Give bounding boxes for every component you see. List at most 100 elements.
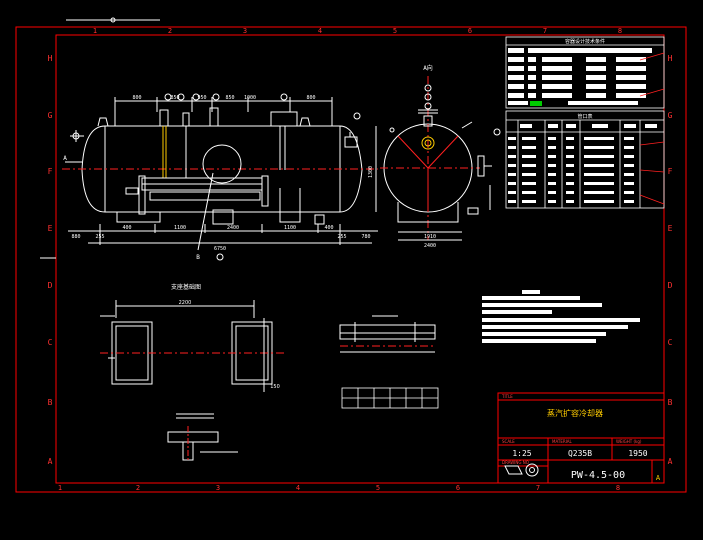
point-b-label: B xyxy=(196,254,200,261)
col-label-bottom: 1 xyxy=(58,484,62,492)
dim-support-h: 150 xyxy=(270,384,280,390)
col-label-top: 8 xyxy=(618,27,622,35)
saddle-right xyxy=(279,188,301,223)
weight-value: 1950 xyxy=(628,449,647,458)
row-label-right: B xyxy=(668,398,673,407)
dim-bottom-pos-1: 400 xyxy=(122,225,131,231)
support-detail-title: 支座基础图 xyxy=(171,283,201,291)
tech-table-rows xyxy=(508,48,652,105)
row-label-left: A xyxy=(48,457,53,466)
col-label-bottom: 2 xyxy=(136,484,140,492)
support-detail xyxy=(100,300,285,392)
drawing-no-value: PW-4.5-00 xyxy=(571,470,625,481)
dim-top-2: 850 xyxy=(170,95,179,101)
dim-bottom-overall-2: 255 xyxy=(95,234,104,240)
row-labels: H G F E D C B A H G F E D C B A xyxy=(48,54,673,466)
col-label-top: 5 xyxy=(393,27,397,35)
side-view xyxy=(380,76,501,241)
company-logo-icon xyxy=(504,463,539,477)
dim-bottom-pos-2: 1100 xyxy=(174,225,186,231)
arrow-a-label: A xyxy=(63,155,67,162)
col-label-bottom: 7 xyxy=(536,484,540,492)
col-label-bottom: 6 xyxy=(456,484,460,492)
nozzle-table-title: 管口表 xyxy=(577,113,592,120)
col-label-bottom: 5 xyxy=(376,484,380,492)
drawing-no-label: DRAWING NO xyxy=(502,460,529,465)
col-label-bottom: 4 xyxy=(296,484,300,492)
technical-notes xyxy=(482,290,640,343)
small-table xyxy=(341,387,439,409)
tech-table xyxy=(505,36,665,109)
dim-top-1: 800 xyxy=(132,95,141,101)
dim-total-length: 6750 xyxy=(214,246,226,252)
front-view xyxy=(62,93,378,261)
dim-bottom-pos-5: 400 xyxy=(324,225,333,231)
row-label-left: D xyxy=(48,281,53,290)
top-marker-line xyxy=(66,17,160,23)
dim-top-4: 850 xyxy=(225,95,234,101)
support-detail-text: 支座基础图 2200 150 xyxy=(171,283,280,390)
row-label-right: E xyxy=(668,224,673,233)
dim-bottom-pos-4: 1100 xyxy=(284,225,296,231)
side-view-label: A向 xyxy=(423,64,433,72)
dim-bottom-overall-1: 880 xyxy=(71,234,80,240)
anchor-detail xyxy=(167,413,238,462)
row-label-right: H xyxy=(668,54,673,63)
nozzle-table xyxy=(505,110,665,209)
title-value: 蒸汽扩容冷却器 xyxy=(547,408,603,418)
row-label-left: F xyxy=(48,167,53,176)
col-label-top: 4 xyxy=(318,27,322,35)
title-block-labels: TITLE SCALE MATERIAL WEIGHT (kg) DRAWING… xyxy=(501,394,642,465)
row-label-left: C xyxy=(48,338,53,347)
dim-top-3: 950 xyxy=(197,95,206,101)
row-label-left: G xyxy=(48,111,53,120)
row-label-right: D xyxy=(668,281,673,290)
side-view-text: A向 1910 2400 xyxy=(423,64,436,249)
col-label-top: 7 xyxy=(543,27,547,35)
manway xyxy=(202,144,242,184)
inner-frame xyxy=(55,34,665,484)
dim-support-width: 2200 xyxy=(179,300,192,306)
col-label-top: 3 xyxy=(243,27,247,35)
row-label-right: C xyxy=(668,338,673,347)
title-block-frame xyxy=(497,392,665,484)
col-labels: 1 2 3 4 5 6 7 8 1 2 3 4 5 6 7 8 xyxy=(58,27,622,492)
table-titles: 容器设计技术条件 管口表 xyxy=(565,38,605,120)
saddle-left xyxy=(116,212,161,223)
dim-side-base-2: 2400 xyxy=(424,243,436,249)
dim-top-6: 800 xyxy=(306,95,315,101)
dim-bottom-pos-3: 2400 xyxy=(227,225,239,231)
row-label-left: B xyxy=(48,398,53,407)
col-label-top: 2 xyxy=(168,27,172,35)
row-label-right: G xyxy=(668,111,673,120)
scale-value: 1:25 xyxy=(512,449,531,458)
row-label-right: F xyxy=(668,167,673,176)
scale-label: SCALE xyxy=(502,439,515,444)
title-label: TITLE xyxy=(501,394,513,399)
outer-frame xyxy=(15,26,687,493)
tech-table-title: 容器设计技术条件 xyxy=(565,38,605,45)
col-label-top: 1 xyxy=(93,27,97,35)
dim-bottom-overall-4: 780 xyxy=(361,234,370,240)
col-label-bottom: 8 xyxy=(616,484,620,492)
title-block-values: 蒸汽扩容冷却器 1:25 Q235B 1950 PW-4.5-00 A xyxy=(512,408,661,482)
row-label-left: E xyxy=(48,224,53,233)
nozzle-table-cells xyxy=(508,124,657,203)
red-leaders xyxy=(639,52,665,205)
col-label-top: 6 xyxy=(468,27,472,35)
front-dimensions: 800 850 950 850 1000 800 400 1100 2400 1… xyxy=(63,95,374,261)
row-label-left: H xyxy=(48,54,53,63)
dim-side-base-1: 1910 xyxy=(424,234,436,240)
dim-height: 1300 xyxy=(368,166,374,178)
row-label-right: A xyxy=(668,457,673,466)
dim-top-5: 1000 xyxy=(244,95,256,101)
material-value: Q235B xyxy=(568,449,592,458)
sheet-mark: A xyxy=(656,474,661,482)
material-label: MATERIAL xyxy=(552,439,573,444)
section-detail xyxy=(339,315,436,353)
col-label-bottom: 3 xyxy=(216,484,220,492)
green-marker xyxy=(530,101,542,106)
dim-bottom-overall-3: 255 xyxy=(337,234,346,240)
weight-label: WEIGHT (kg) xyxy=(616,439,642,444)
